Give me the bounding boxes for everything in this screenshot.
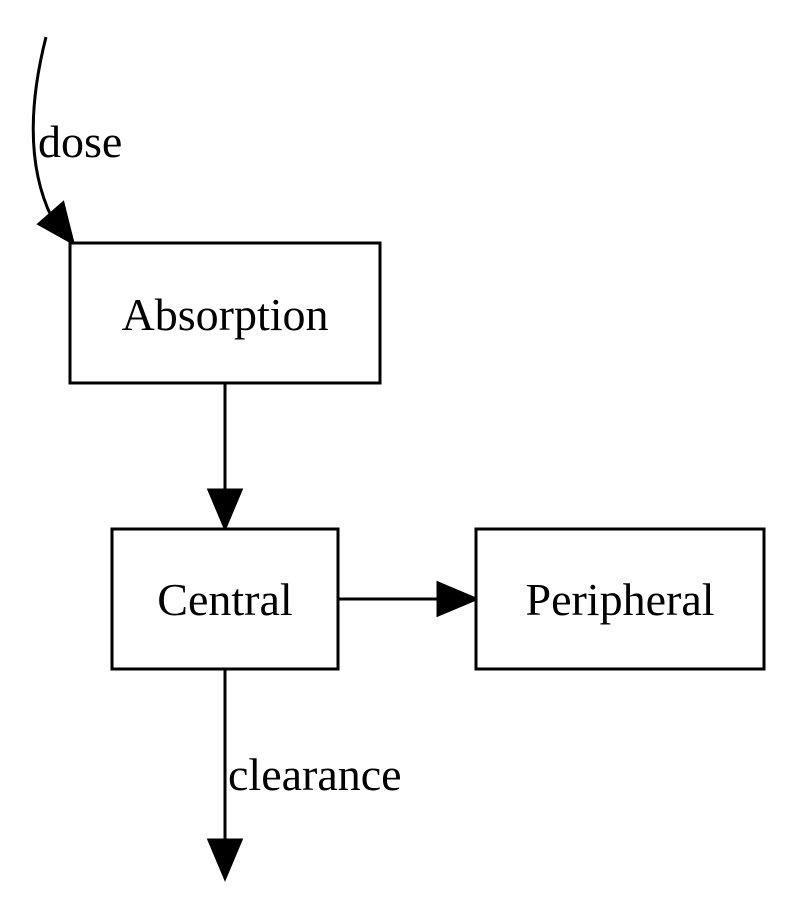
node-central-label: Central — [157, 574, 292, 625]
edge-clearance-arrowhead — [206, 838, 244, 882]
edge-central-peripheral-arrowhead — [436, 580, 480, 618]
edge-dose-arrowhead — [36, 200, 76, 247]
edge-dose: dose — [31, 36, 122, 247]
edge-absorption-central — [206, 383, 244, 532]
node-central-box — [110, 527, 340, 671]
edge-label-dose: dose — [38, 116, 122, 167]
node-central[interactable]: Central — [110, 527, 340, 671]
edge-absorption-central-arrowhead — [206, 488, 244, 532]
edge-dose-line — [31, 36, 54, 219]
edge-label-clearance: clearance — [228, 749, 402, 800]
edge-central-peripheral — [338, 580, 480, 618]
node-peripheral-box — [474, 527, 766, 671]
node-absorption[interactable]: Absorption — [68, 241, 382, 385]
node-peripheral-label: Peripheral — [525, 574, 714, 625]
node-absorption-label: Absorption — [122, 289, 329, 340]
node-peripheral[interactable]: Peripheral — [474, 527, 766, 671]
edge-clearance: clearance — [206, 669, 402, 882]
